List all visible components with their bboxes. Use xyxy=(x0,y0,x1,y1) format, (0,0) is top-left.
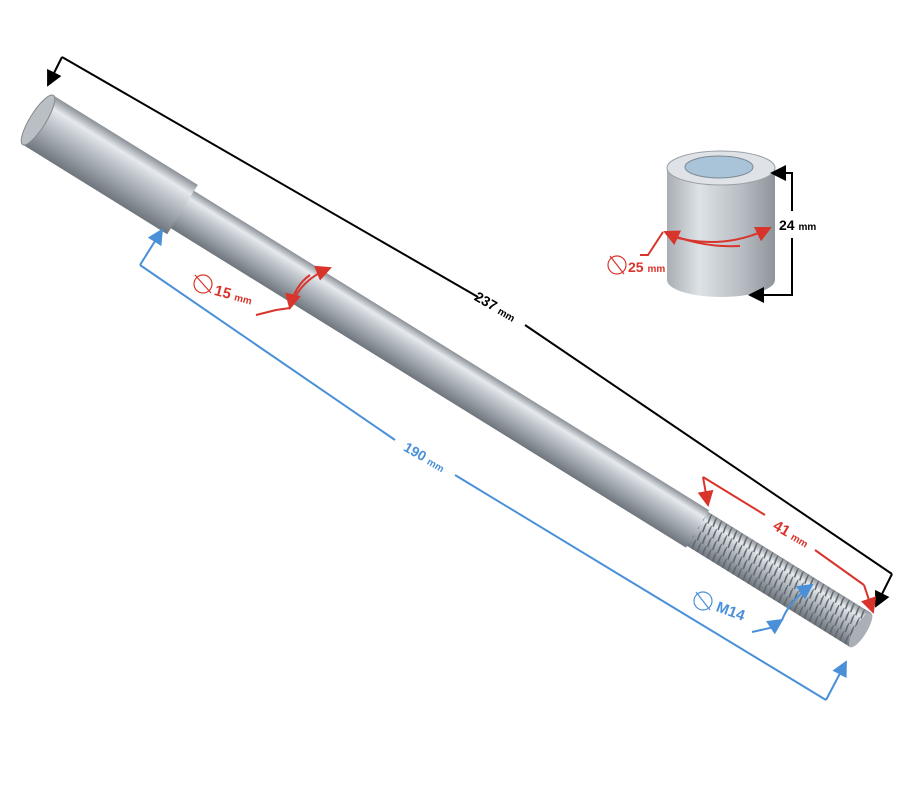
thread-length-label: 41 mm xyxy=(770,517,812,551)
total-length-label: 237 mm xyxy=(472,288,519,324)
dimension-thread-length xyxy=(697,476,877,614)
diameter-symbol-icon xyxy=(193,274,213,294)
shoulder-length-label: 190 mm xyxy=(401,439,448,475)
spacer-height-label: 24 mm xyxy=(779,217,816,233)
dimension-spacer-diameter xyxy=(607,226,772,275)
spacer-diameter-label: 25 mm xyxy=(628,259,665,275)
diameter-symbol-icon xyxy=(693,591,713,611)
rod-end-face xyxy=(20,94,56,146)
spacer-bushing xyxy=(666,150,776,297)
rod-diameter-label: 15 mm xyxy=(212,282,254,308)
dimension-shoulder-to-end xyxy=(139,228,847,701)
thread-size-label: M14 xyxy=(714,599,748,625)
dimension-rod-diameter xyxy=(193,265,332,316)
diameter-symbol-icon xyxy=(607,255,627,275)
dimension-spacer-height xyxy=(748,165,793,303)
dimension-thread-size xyxy=(693,583,814,635)
dimension-total-length xyxy=(47,56,893,608)
axle-rod xyxy=(20,94,873,648)
thread-section xyxy=(686,511,872,648)
rod-head xyxy=(22,95,198,235)
